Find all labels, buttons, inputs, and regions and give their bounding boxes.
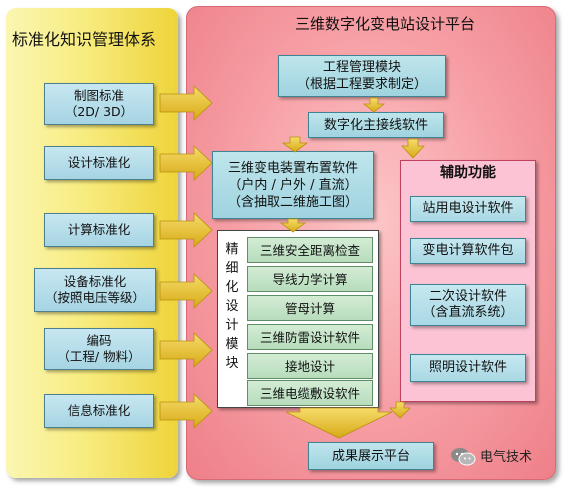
standard-item-sublabel: （2D/ 3D） — [64, 104, 134, 119]
refine-item-label: 管母计算 — [284, 300, 335, 316]
engineering-management-box: 工程管理模块 （根据工程要求制定） — [278, 55, 446, 97]
watermark-text: 电气技术 — [480, 450, 533, 465]
arrow-refine-to-result — [285, 407, 393, 439]
standard-item-sublabel: （工程/ 物料） — [57, 349, 141, 364]
standard-item-label: 设备标准化 — [63, 274, 127, 289]
standard-arrow-4 — [159, 273, 213, 309]
standard-arrow-3 — [159, 212, 213, 248]
aux-item-station-power: 站用电设计软件 — [410, 196, 526, 222]
standard-item-label: 信息标准化 — [67, 403, 131, 418]
standard-item-equipment: 设备标准化 （按照电压等级） — [34, 268, 156, 312]
aux-item-sublabel: （含直流系统） — [422, 305, 514, 320]
refine-item: 导线力学计算 — [247, 266, 373, 292]
standard-arrow-2 — [159, 145, 213, 181]
standard-item-information: 信息标准化 — [44, 394, 154, 428]
auxiliary-functions-title: 辅助功能 — [440, 165, 496, 181]
engineering-management-label: 工程管理模块 — [322, 60, 401, 75]
design-platform-title: 三维数字化变电站设计平台 — [294, 15, 475, 33]
refined-design-module-label: 精 细 化 设 计 模 块 — [225, 242, 239, 371]
arrow-aux-to-result — [389, 401, 411, 419]
standard-arrow-5 — [159, 332, 213, 368]
refine-item-label: 接地设计 — [284, 358, 335, 374]
layout-software-box: 三维变电装置布置软件 （户内 / 户外 / 直流） （含抽取二维施工图） — [212, 151, 374, 219]
main-wiring-box: 数字化主接线软件 — [308, 112, 444, 138]
standard-item-sublabel: （按照电压等级） — [44, 290, 145, 305]
standard-item-label: 设计标准化 — [67, 155, 131, 170]
refine-item: 管母计算 — [247, 295, 373, 321]
standards-panel-title: 标准化知识管理体系 — [12, 30, 157, 49]
aux-item-label: 二次设计软件 — [428, 289, 507, 304]
aux-item-lighting: 照明设计软件 — [410, 354, 526, 382]
arrow-wiring-to-aux — [401, 138, 425, 159]
standard-item-design: 设计标准化 — [44, 146, 154, 180]
refine-item: 三维电缆敷设软件 — [247, 380, 373, 406]
aux-item-label: 站用电设计软件 — [422, 201, 514, 216]
standard-arrow-1 — [159, 85, 213, 121]
layout-software-label: 三维变电装置布置软件 — [227, 160, 358, 176]
standard-item-label: 编码 — [86, 333, 112, 348]
refine-item: 接地设计 — [247, 353, 373, 379]
arrow-layout-to-refine — [279, 218, 307, 233]
aux-item-secondary-design: 二次设计软件 （含直流系统） — [410, 284, 526, 326]
standard-item-drawing: 制图标准 （2D/ 3D） — [44, 83, 154, 125]
refine-item-label: 导线力学计算 — [272, 271, 348, 287]
standard-arrows — [159, 85, 213, 429]
arrow-engineering-to-wiring — [362, 97, 386, 113]
refine-item-label: 三维安全距离检查 — [259, 242, 360, 258]
refine-item-label: 三维防雷设计软件 — [259, 329, 360, 345]
refine-item: 三维防雷设计软件 — [247, 324, 373, 350]
aux-item-label: 照明设计软件 — [428, 360, 507, 375]
refine-item-label: 三维电缆敷设软件 — [259, 385, 360, 401]
refine-item: 三维安全距离检查 — [247, 237, 373, 263]
result-platform-box: 成果展示平台 — [308, 442, 434, 470]
standard-item-coding: 编码 （工程/ 物料） — [44, 328, 154, 370]
layout-software-sublabel: （户内 / 户外 / 直流） — [228, 177, 358, 193]
standard-arrow-6 — [159, 393, 213, 429]
engineering-management-sublabel: （根据工程要求制定） — [296, 77, 427, 92]
result-platform-label: 成果展示平台 — [331, 448, 410, 464]
aux-item-calc-package: 变电计算软件包 — [410, 238, 526, 264]
layout-software-note: （含抽取二维施工图） — [227, 194, 358, 210]
aux-item-label: 变电计算软件包 — [422, 243, 514, 258]
standard-item-calculation: 计算标准化 — [44, 213, 154, 247]
standard-item-label: 制图标准 — [73, 88, 124, 103]
standard-item-label: 计算标准化 — [67, 222, 131, 237]
main-wiring-label: 数字化主接线软件 — [323, 117, 428, 133]
wechat-icon — [451, 448, 476, 466]
arrow-wiring-to-layout — [281, 136, 309, 153]
